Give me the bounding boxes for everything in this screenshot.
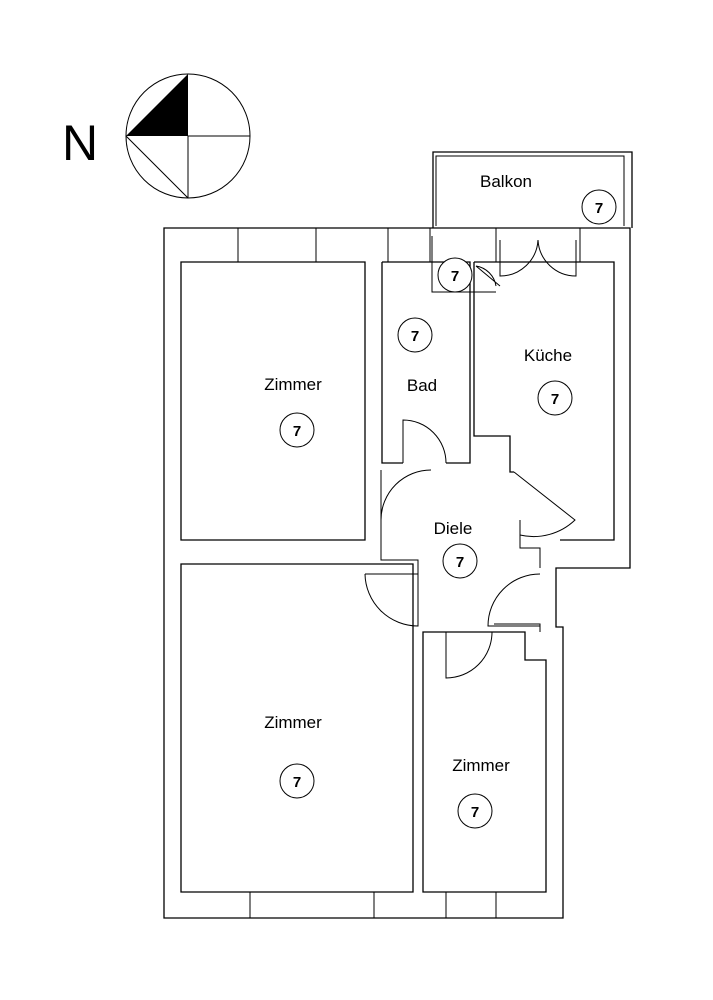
room-badge-circle <box>581 189 617 225</box>
compass-lines <box>125 135 250 199</box>
room-bad: 7 Bad <box>397 317 437 395</box>
diele-wall-stub-bottom <box>494 623 541 632</box>
room-label: Balkon <box>480 172 532 191</box>
room-badge-circle <box>442 543 478 579</box>
niche-wall <box>431 236 496 293</box>
window-zimmer-2 <box>249 891 375 919</box>
room-badge: 7 <box>293 774 301 791</box>
walls <box>163 151 633 919</box>
kueche-wall-left <box>473 262 514 473</box>
room-diele: Diele 7 <box>434 519 478 579</box>
room-badge-circle <box>457 793 493 829</box>
door-niche <box>475 265 501 287</box>
room-label: Küche <box>524 346 572 365</box>
room-balkon: Balkon 7 <box>480 172 617 225</box>
windows <box>237 227 581 919</box>
room-badge: 7 <box>471 804 479 821</box>
zimmer-1-wall <box>180 261 366 541</box>
room-badge-circle <box>279 412 315 448</box>
balcony-inner <box>435 155 625 226</box>
zimmer-2-wall <box>180 563 414 893</box>
door-zimmer-2 <box>364 573 419 627</box>
room-label: Bad <box>407 376 437 395</box>
bad-wall-left <box>381 262 403 464</box>
window-zimmer-3 <box>445 891 497 919</box>
room-badge: 7 <box>551 391 559 408</box>
room-badge: 7 <box>456 554 464 571</box>
diele-wall-stub-right <box>519 520 541 568</box>
compass-rose: N <box>62 73 251 199</box>
room-zimmer-2: Zimmer 7 <box>264 713 322 799</box>
doors <box>364 239 577 679</box>
room-badge-circle <box>537 380 573 416</box>
window-zimmer-1 <box>237 227 317 263</box>
room-label: Zimmer <box>264 375 322 394</box>
door-kueche <box>513 471 576 538</box>
balcony-outline <box>432 151 633 228</box>
room-label: Zimmer <box>264 713 322 732</box>
room-badge-circle <box>437 257 473 293</box>
room-badge: 7 <box>451 268 459 285</box>
room-zimmer-3: Zimmer 7 <box>452 756 510 829</box>
room-badge-circle <box>397 317 433 353</box>
north-letter: N <box>62 115 98 171</box>
window-bad <box>387 227 431 263</box>
room-badge-circle <box>279 763 315 799</box>
door-diele-right <box>487 573 541 627</box>
room-badge: 7 <box>293 423 301 440</box>
room-kueche: Küche 7 <box>524 346 573 416</box>
room-flur-nische: 7 <box>437 257 473 293</box>
door-balcony <box>499 239 577 277</box>
room-badge: 7 <box>411 328 419 345</box>
room-badge: 7 <box>595 200 603 217</box>
door-zimmer-1 <box>380 469 432 521</box>
door-zimmer-3 <box>445 631 493 679</box>
diele-wall-stub-left <box>380 520 419 576</box>
room-zimmer-1: Zimmer 7 <box>264 375 322 448</box>
door-bad <box>402 419 447 464</box>
compass-north-arrow <box>126 74 188 136</box>
outer-wall <box>163 227 631 919</box>
window-kueche <box>495 227 581 263</box>
room-label: Diele <box>434 519 473 538</box>
room-label: Zimmer <box>452 756 510 775</box>
zimmer-3-wall <box>422 631 547 893</box>
